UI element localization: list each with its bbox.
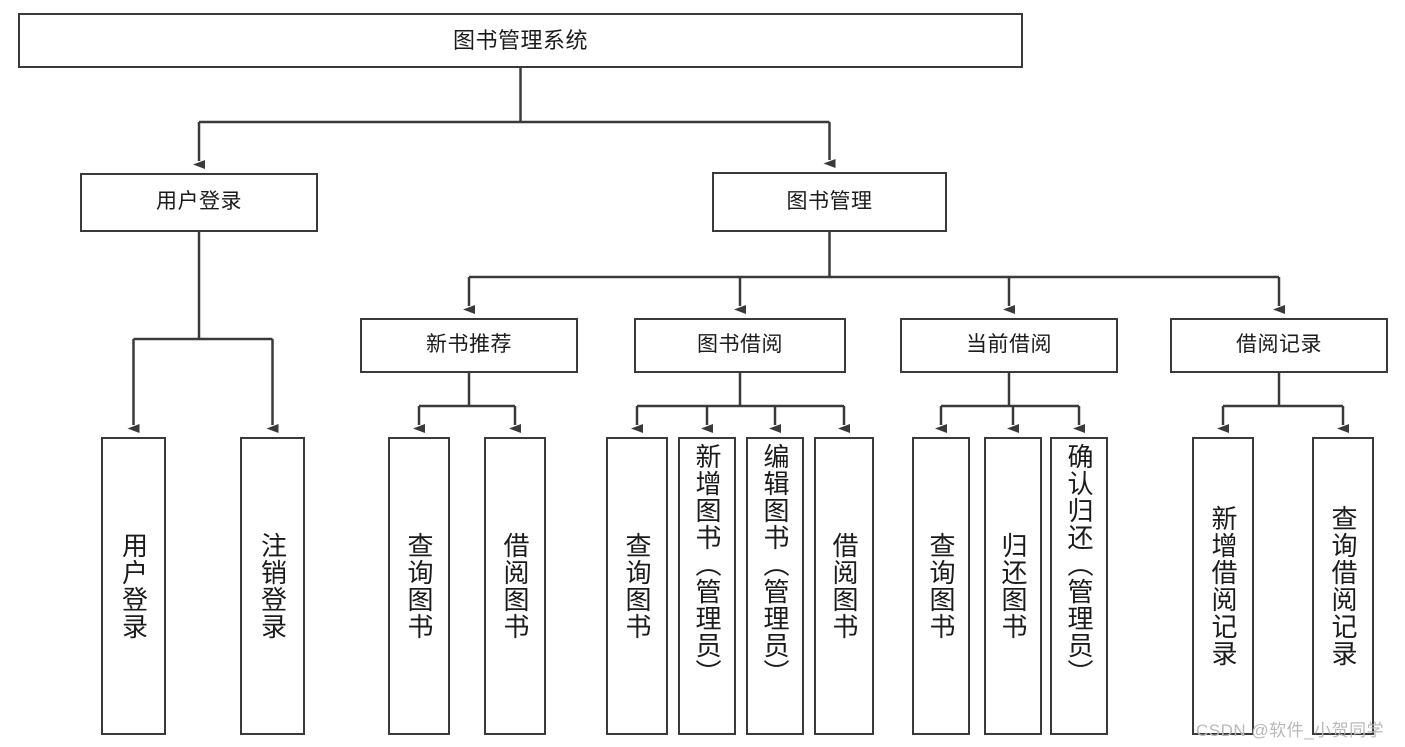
node-current-borrow-label: 当前借阅 [966, 333, 1052, 357]
node-root-label: 图书管理系统 [452, 27, 588, 53]
node-new-book-rec-label: 新书推荐 [426, 333, 512, 357]
node-book-borrow: 图书借阅 [634, 318, 846, 373]
node-current-borrow: 当前借阅 [900, 318, 1118, 373]
node-leaf-edit-book: 编辑图书（管理员） [746, 437, 804, 735]
csdn-watermark: CSDN @软件_小贺同学 [1196, 721, 1385, 740]
node-leaf-borrow-book-2: 借阅图书 [814, 437, 874, 735]
node-leaf-return-book-label: 归还图书 [998, 532, 1028, 640]
node-leaf-add-book: 新增图书（管理员） [678, 437, 736, 735]
node-borrow-record-label: 借阅记录 [1236, 333, 1322, 357]
node-leaf-logout: 注销登录 [240, 437, 305, 735]
node-root: 图书管理系统 [18, 13, 1023, 68]
node-leaf-add-record-label: 新增借阅记录 [1208, 505, 1238, 667]
node-leaf-query-book-3-label: 查询图书 [926, 532, 956, 640]
node-leaf-user-login: 用户登录 [101, 437, 166, 735]
node-leaf-return-book: 归还图书 [984, 437, 1042, 735]
node-new-book-rec: 新书推荐 [360, 318, 578, 373]
node-leaf-query-book-1: 查询图书 [388, 437, 450, 735]
node-leaf-confirm-return: 确认归还（管理员） [1050, 437, 1108, 735]
node-leaf-add-book-label: 新增图书（管理员） [692, 443, 722, 686]
node-leaf-query-book-2: 查询图书 [606, 437, 668, 735]
node-leaf-query-book-3: 查询图书 [912, 437, 970, 735]
node-leaf-borrow-book-1: 借阅图书 [484, 437, 546, 735]
node-leaf-query-record: 查询借阅记录 [1312, 437, 1374, 735]
node-leaf-query-book-2-label: 查询图书 [622, 532, 652, 640]
node-leaf-logout-label: 注销登录 [257, 532, 288, 640]
node-user-login-label: 用户登录 [156, 190, 242, 214]
node-leaf-add-record: 新增借阅记录 [1192, 437, 1254, 735]
node-book-borrow-label: 图书借阅 [697, 333, 783, 357]
node-leaf-query-record-label: 查询借阅记录 [1328, 505, 1358, 667]
node-book-manage-label: 图书管理 [786, 189, 873, 213]
node-user-login: 用户登录 [80, 173, 318, 232]
node-leaf-query-book-1-label: 查询图书 [404, 532, 434, 640]
node-leaf-borrow-book-2-label: 借阅图书 [829, 532, 859, 640]
node-leaf-user-login-label: 用户登录 [118, 532, 149, 640]
node-leaf-borrow-book-1-label: 借阅图书 [500, 532, 530, 640]
node-borrow-record: 借阅记录 [1170, 318, 1388, 373]
node-leaf-edit-book-label: 编辑图书（管理员） [760, 443, 790, 686]
node-leaf-confirm-return-label: 确认归还（管理员） [1064, 443, 1094, 686]
node-book-manage: 图书管理 [712, 172, 947, 232]
